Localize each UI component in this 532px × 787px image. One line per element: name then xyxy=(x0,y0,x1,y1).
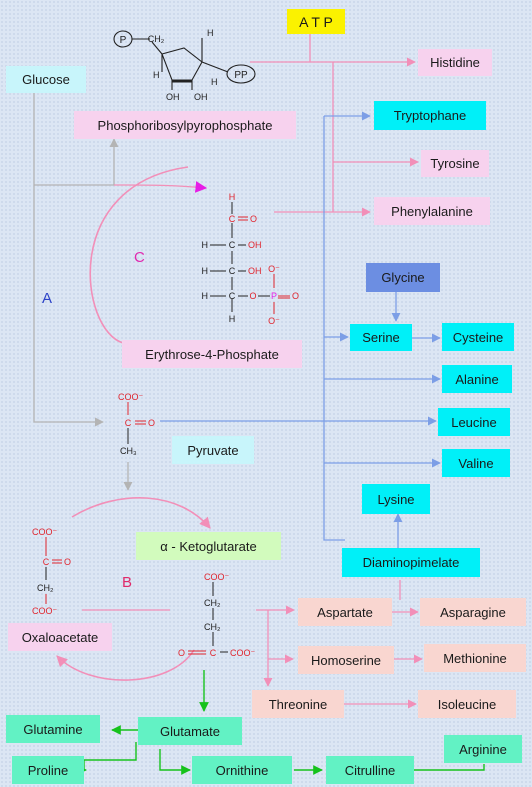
oxaloacetate-structure: COO⁻ C O CH₂ COO⁻ xyxy=(32,527,71,616)
aketo-ch2-1: CH₂ xyxy=(204,598,221,608)
valine-node: Valine xyxy=(442,449,510,477)
e4p-o-minus-top: O⁻ xyxy=(268,264,280,274)
arginine-node: Arginine xyxy=(444,735,522,763)
section-c-label: C xyxy=(134,249,145,266)
e4p-oh3: OH xyxy=(248,266,262,276)
e4p-h2: H xyxy=(202,240,209,250)
e4p-structure: H C O C H OH C H OH C H O P O O⁻ O⁻ H xyxy=(202,192,300,326)
e4p-oh2: OH xyxy=(248,240,262,250)
pyruvate-branches xyxy=(160,111,441,548)
prpp-h-left: H xyxy=(153,70,160,80)
prpp-ch2-label: CH₂ xyxy=(148,34,165,44)
e4p-node: Erythrose-4-Phosphate xyxy=(122,340,302,368)
e4p-h3: H xyxy=(202,266,209,276)
tyrosine-node: Tyrosine xyxy=(421,150,489,177)
prpp-structure: P CH₂ H H H OH OH PP xyxy=(113,28,256,102)
histidine-node: Histidine xyxy=(418,49,492,76)
e4p-c2: C xyxy=(229,240,236,250)
aspartate-node: Aspartate xyxy=(298,598,392,626)
e4p-c4: C xyxy=(229,291,236,301)
ornithine-node: Ornithine xyxy=(192,756,292,784)
aketo-coo-top: COO⁻ xyxy=(204,572,230,582)
asparagine-node: Asparagine xyxy=(420,598,526,626)
aketo-ch2-2: CH₂ xyxy=(204,622,221,632)
section-a-label: A xyxy=(42,290,53,307)
cycle-b-bottom-arc xyxy=(56,649,195,681)
pyruvate-structure: COO⁻ C O CH₃ xyxy=(118,392,155,456)
e4p-o-double: O xyxy=(292,291,299,301)
leucine-node: Leucine xyxy=(438,408,510,436)
alanine-node: Alanine xyxy=(442,365,512,393)
oxaloacetate-coo-top: COO⁻ xyxy=(32,527,58,537)
threonine-node: Threonine xyxy=(252,690,344,718)
e4p-c1: C xyxy=(229,214,236,224)
prpp-h-top: H xyxy=(207,28,214,38)
atp-branches xyxy=(250,34,419,217)
prpp-h-right: H xyxy=(211,77,218,87)
aspartate-branches xyxy=(82,580,423,709)
prpp-pp-label: PP xyxy=(234,70,248,81)
tryptophane-node: Tryptophane xyxy=(374,101,486,130)
phenylalanine-node: Phenylalanine xyxy=(374,197,490,225)
lysine-node: Lysine xyxy=(362,484,430,514)
proline-node: Proline xyxy=(12,756,84,784)
pyruvate-ch3: CH₃ xyxy=(120,446,137,456)
pyruvate-coo: COO⁻ xyxy=(118,392,144,402)
e4p-h-bottom: H xyxy=(229,314,236,324)
glutamine-node: Glutamine xyxy=(6,715,100,743)
e4p-o-bridge: O xyxy=(249,291,256,301)
citrulline-node: Citrulline xyxy=(326,756,414,784)
diaminopimelate-node: Diaminopimelate xyxy=(342,548,480,577)
e4p-o-minus-bottom: O⁻ xyxy=(268,316,280,326)
glutamate-branches xyxy=(77,670,485,775)
glutamate-node: Glutamate xyxy=(138,717,242,745)
cysteine-node: Cysteine xyxy=(442,323,514,351)
methionine-node: Methionine xyxy=(424,644,526,672)
section-b-label: B xyxy=(122,574,133,591)
prpp-node: Phosphoribosylpyrophosphate xyxy=(74,111,296,139)
e4p-entry-arrow xyxy=(113,181,208,193)
prpp-oh-right: OH xyxy=(194,92,208,102)
e4p-phosphorus: P xyxy=(271,291,277,301)
glycine-node: Glycine xyxy=(366,263,440,292)
oxaloacetate-node: Oxaloacetate xyxy=(8,623,112,651)
aketo-structure: COO⁻ CH₂ CH₂ C O COO⁻ xyxy=(178,572,256,658)
isoleucine-node: Isoleucine xyxy=(418,690,516,718)
pyruvate-o: O xyxy=(148,418,155,428)
atp-node: A T P xyxy=(287,9,345,34)
e4p-c3: C xyxy=(229,266,236,276)
aketo-o: O xyxy=(178,648,185,658)
oxaloacetate-o: O xyxy=(64,557,71,567)
e4p-h4: H xyxy=(202,291,209,301)
aketo-coo-right: COO⁻ xyxy=(230,648,256,658)
e4p-o1: O xyxy=(250,214,257,224)
cycle-c-arc xyxy=(89,166,189,344)
serine-node: Serine xyxy=(350,324,412,351)
aketo-node: α - Ketoglutarate xyxy=(136,532,281,560)
oxaloacetate-c: C xyxy=(43,557,50,567)
pyruvate-node: Pyruvate xyxy=(172,436,254,464)
aketo-c: C xyxy=(210,648,217,658)
glucose-node: Glucose xyxy=(6,66,86,93)
pyruvate-c: C xyxy=(125,418,132,428)
prpp-p-label: P xyxy=(120,35,127,46)
prpp-oh-left: OH xyxy=(166,92,180,102)
oxaloacetate-ch2: CH₂ xyxy=(37,583,54,593)
cycle-b-top-arc xyxy=(71,497,211,529)
e4p-h-top: H xyxy=(229,192,236,202)
oxaloacetate-coo-bottom: COO⁻ xyxy=(32,606,58,616)
homoserine-node: Homoserine xyxy=(298,646,394,674)
